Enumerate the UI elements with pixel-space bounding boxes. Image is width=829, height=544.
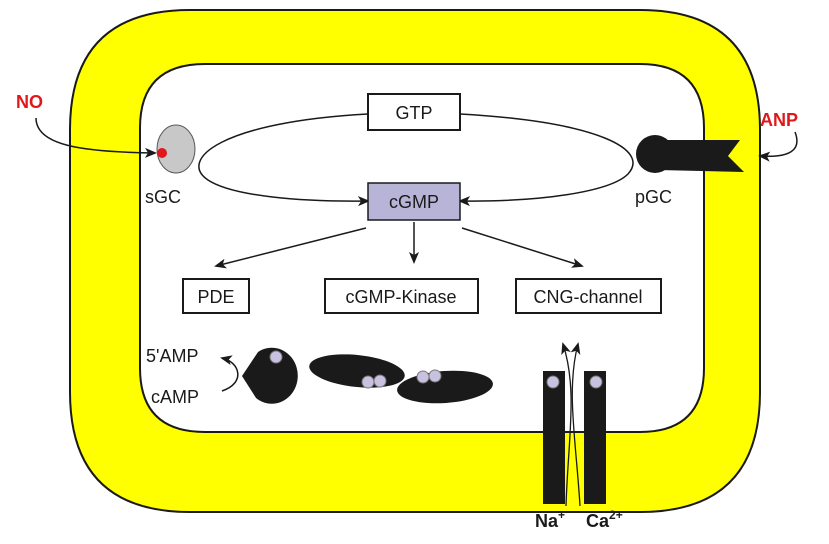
cng-channel-subunit-left: [543, 371, 565, 504]
no-bound-dot: [157, 148, 167, 158]
pgc-label: pGC: [635, 187, 672, 207]
sodium-symbol: Na: [535, 511, 559, 531]
arrow-to-cng: [461, 227, 584, 268]
kinase-lobe-1: [309, 354, 405, 388]
pde-bound-cgmp: [269, 350, 283, 364]
cell-membrane: [69, 9, 761, 513]
arrow-to-pde: [214, 227, 367, 269]
na-flux-arrow: [561, 342, 572, 507]
cng-bound-cgmp-right: [589, 375, 603, 389]
kinase-bound-cgmp-2: [373, 374, 387, 388]
ca-flux-arrow: [570, 342, 581, 507]
pde-enzyme: [242, 347, 298, 404]
kinase-lobe-2: [397, 370, 493, 404]
calcium-symbol: Ca: [586, 511, 610, 531]
cng-channel-box: [515, 278, 662, 314]
gtp-box: [367, 93, 461, 131]
cgmp-kinase-label: cGMP-Kinase: [345, 287, 456, 307]
pgc-receptor-body: [658, 140, 744, 172]
sgc-label: sGC: [145, 187, 181, 207]
no-arrow: [35, 117, 157, 158]
kinase-bound-cgmp-1: [361, 375, 375, 389]
sodium-ion-label: Na+: [535, 508, 565, 531]
kinase-bound-cgmp-4: [428, 369, 442, 383]
no-label: NO: [16, 92, 43, 112]
camp-to-amp-arrow: [220, 355, 239, 392]
pde-label: PDE: [197, 287, 234, 307]
calcium-charge: 2+: [609, 508, 623, 522]
anp-arrow: [758, 131, 798, 162]
pgc-conversion-arrow: [458, 113, 634, 207]
cgmp-kinase-box: [324, 278, 479, 314]
camp-label: cAMP: [151, 387, 199, 407]
sgc-conversion-arrow: [198, 113, 370, 207]
kinase-bound-cgmp-3: [416, 370, 430, 384]
cng-bound-cgmp-left: [546, 375, 560, 389]
cng-channel-subunit-right: [584, 371, 606, 504]
cng-channel-label: CNG-channel: [533, 287, 642, 307]
sodium-charge: +: [558, 508, 565, 522]
pde-box: [182, 278, 250, 314]
anp-label: ANP: [760, 110, 798, 130]
cgmp-box: [367, 182, 461, 221]
gtp-label: GTP: [395, 103, 432, 123]
calcium-ion-label: Ca2+: [586, 508, 623, 531]
amp5-label: 5'AMP: [146, 346, 198, 366]
cgmp-label: cGMP: [389, 192, 439, 212]
sgc-enzyme: [156, 124, 196, 174]
